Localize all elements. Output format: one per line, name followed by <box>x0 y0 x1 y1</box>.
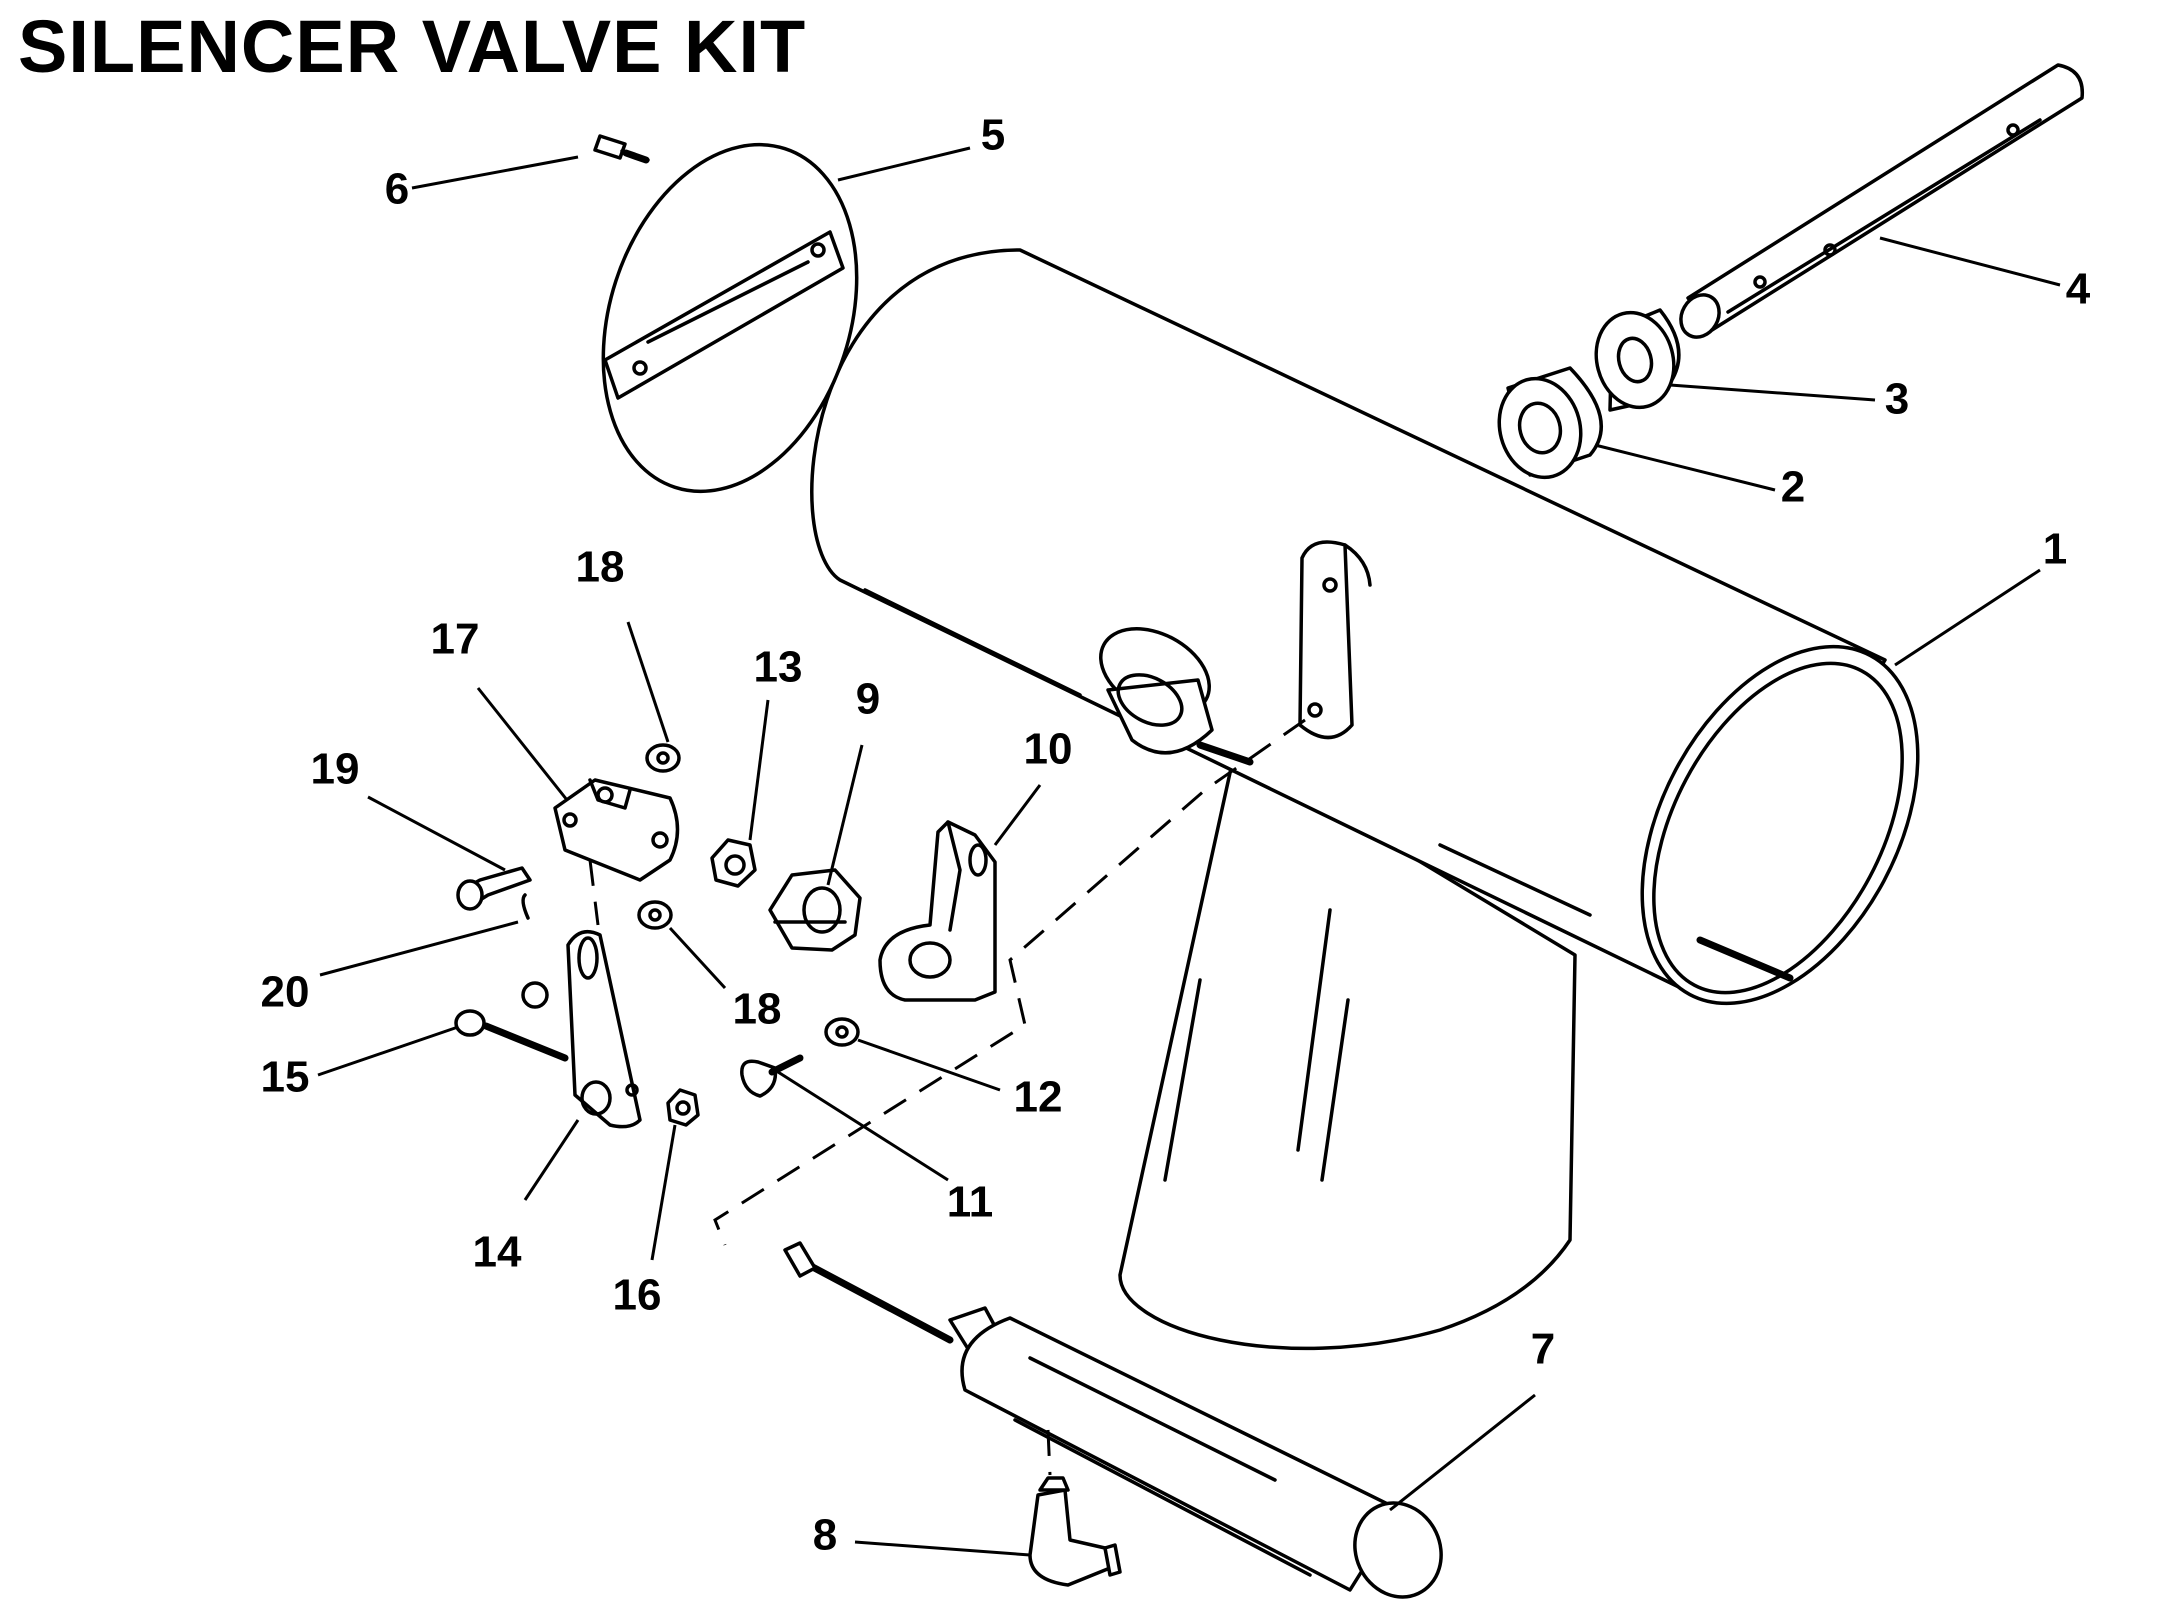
callout-12: 12 <box>1014 1073 1063 1122</box>
actuator-cylinder-part-7 <box>783 1241 1443 1599</box>
callout-4: 4 <box>2066 265 2091 314</box>
callout-7: 7 <box>1531 1325 1555 1374</box>
washer-part-18-lower <box>637 900 673 930</box>
silencer-body-part-1 <box>810 248 1920 1351</box>
callout-labels: 1 2 3 4 5 6 7 8 9 10 11 12 13 14 15 16 1… <box>261 111 2091 1560</box>
callout-2: 2 <box>1781 463 1805 512</box>
elbow-fitting-part-8 <box>1028 1476 1122 1587</box>
diagram-title: SILENCER VALVE KIT <box>18 5 807 88</box>
callout-10: 10 <box>1024 725 1073 774</box>
callout-13: 13 <box>754 643 803 692</box>
callout-20: 20 <box>261 968 310 1017</box>
callout-15: 15 <box>261 1053 310 1102</box>
valve-disc-part-5 <box>601 142 859 494</box>
callout-16: 16 <box>613 1271 662 1320</box>
bushing-part-2 <box>1497 366 1603 480</box>
screw-part-6 <box>593 134 650 164</box>
callout-14: 14 <box>473 1228 522 1277</box>
callout-6: 6 <box>385 165 409 214</box>
leader-lines <box>317 146 2061 1557</box>
callout-8: 8 <box>813 1511 837 1560</box>
callout-17: 17 <box>431 615 480 664</box>
clevis-pin-part-19 <box>456 866 532 911</box>
callout-3: 3 <box>1885 375 1909 424</box>
nut-part-16 <box>666 1088 700 1127</box>
washer-part-18-upper <box>645 743 681 773</box>
callout-18-lower: 18 <box>733 985 782 1034</box>
bushing-part-3 <box>1594 308 1681 412</box>
callout-18-upper: 18 <box>576 543 625 592</box>
nut-part-13 <box>710 838 757 888</box>
callout-19: 19 <box>311 745 360 794</box>
callout-9: 9 <box>856 675 880 724</box>
pivot-shaft-part-4 <box>1679 63 2085 339</box>
bolt-part-11 <box>740 1054 804 1098</box>
callout-1: 1 <box>2043 525 2067 574</box>
callout-11: 11 <box>947 1178 994 1227</box>
lever-arm-part-14 <box>521 929 642 1129</box>
cotter-pin-part-20 <box>521 893 530 920</box>
dashed-centerlines <box>588 718 1306 1476</box>
washer-part-12 <box>824 1017 860 1047</box>
hex-nut-part-9 <box>768 868 862 952</box>
clevis-part-17 <box>553 778 680 882</box>
bracket-part-10 <box>878 820 997 1002</box>
callout-5: 5 <box>981 111 1005 160</box>
bolt-part-15 <box>454 1009 569 1062</box>
